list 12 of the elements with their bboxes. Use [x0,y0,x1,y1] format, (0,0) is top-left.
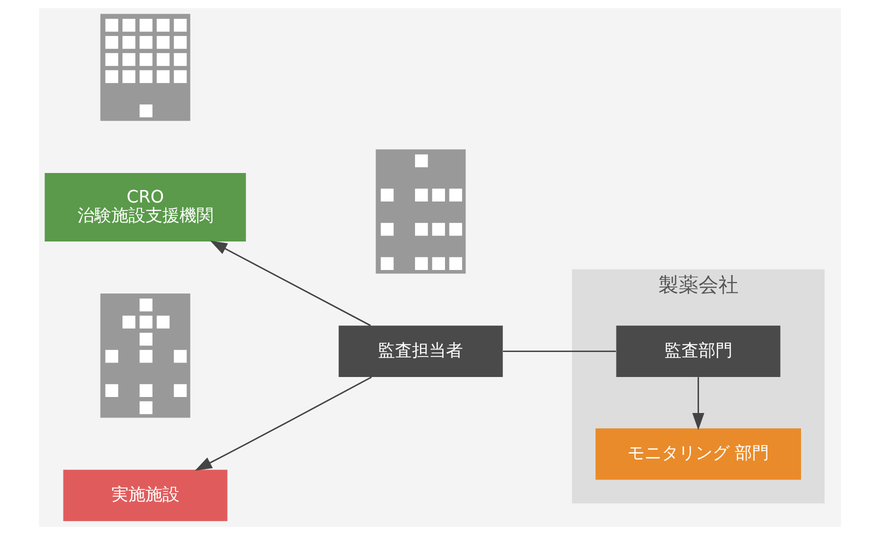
arrow [692,377,704,430]
node-box: 監査部門 [616,326,780,378]
node-box: 実施施設 [63,470,228,522]
node-box: CRO 治験施設支援機関 [44,172,246,242]
node-box: 監査担当者 [338,326,503,378]
node-picture [376,149,466,274]
node-box: モニタリング 部門 [596,428,802,480]
arrow [210,240,371,326]
node-picture [100,294,190,418]
connector [503,350,616,352]
node-picture [100,14,190,121]
arrow [194,376,372,471]
